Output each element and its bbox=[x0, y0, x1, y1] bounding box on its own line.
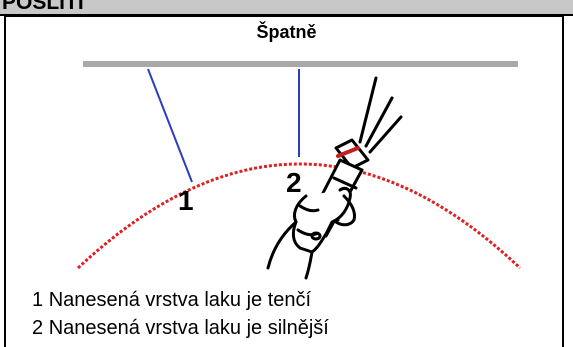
spray-line-1 bbox=[147, 68, 193, 183]
legend-item-2-text: Nanesená vrstva laku je silnější bbox=[48, 317, 329, 339]
legend-item-1-number: 1 bbox=[32, 289, 44, 311]
header-title: POSLITI bbox=[2, 0, 84, 14]
label-2: 2 bbox=[286, 167, 302, 198]
paint-arc bbox=[76, 162, 522, 270]
panel-title: Špatně bbox=[256, 22, 317, 42]
legend-item-2-number: 2 bbox=[32, 317, 44, 339]
legend: 1 Nanesená vrstva laku je tenčí 2 Nanese… bbox=[32, 286, 329, 342]
legend-item-2: 2 Nanesená vrstva laku je silnější bbox=[32, 314, 329, 342]
legend-item-1: 1 Nanesená vrstva laku je tenčí bbox=[32, 286, 329, 314]
label-1: 1 bbox=[178, 185, 194, 216]
spray-gun-hand-icon bbox=[266, 76, 403, 280]
legend-item-1-text: Nanesená vrstva laku je tenčí bbox=[48, 289, 312, 311]
diagram-frame bbox=[4, 15, 564, 347]
surface-bar bbox=[83, 61, 518, 67]
